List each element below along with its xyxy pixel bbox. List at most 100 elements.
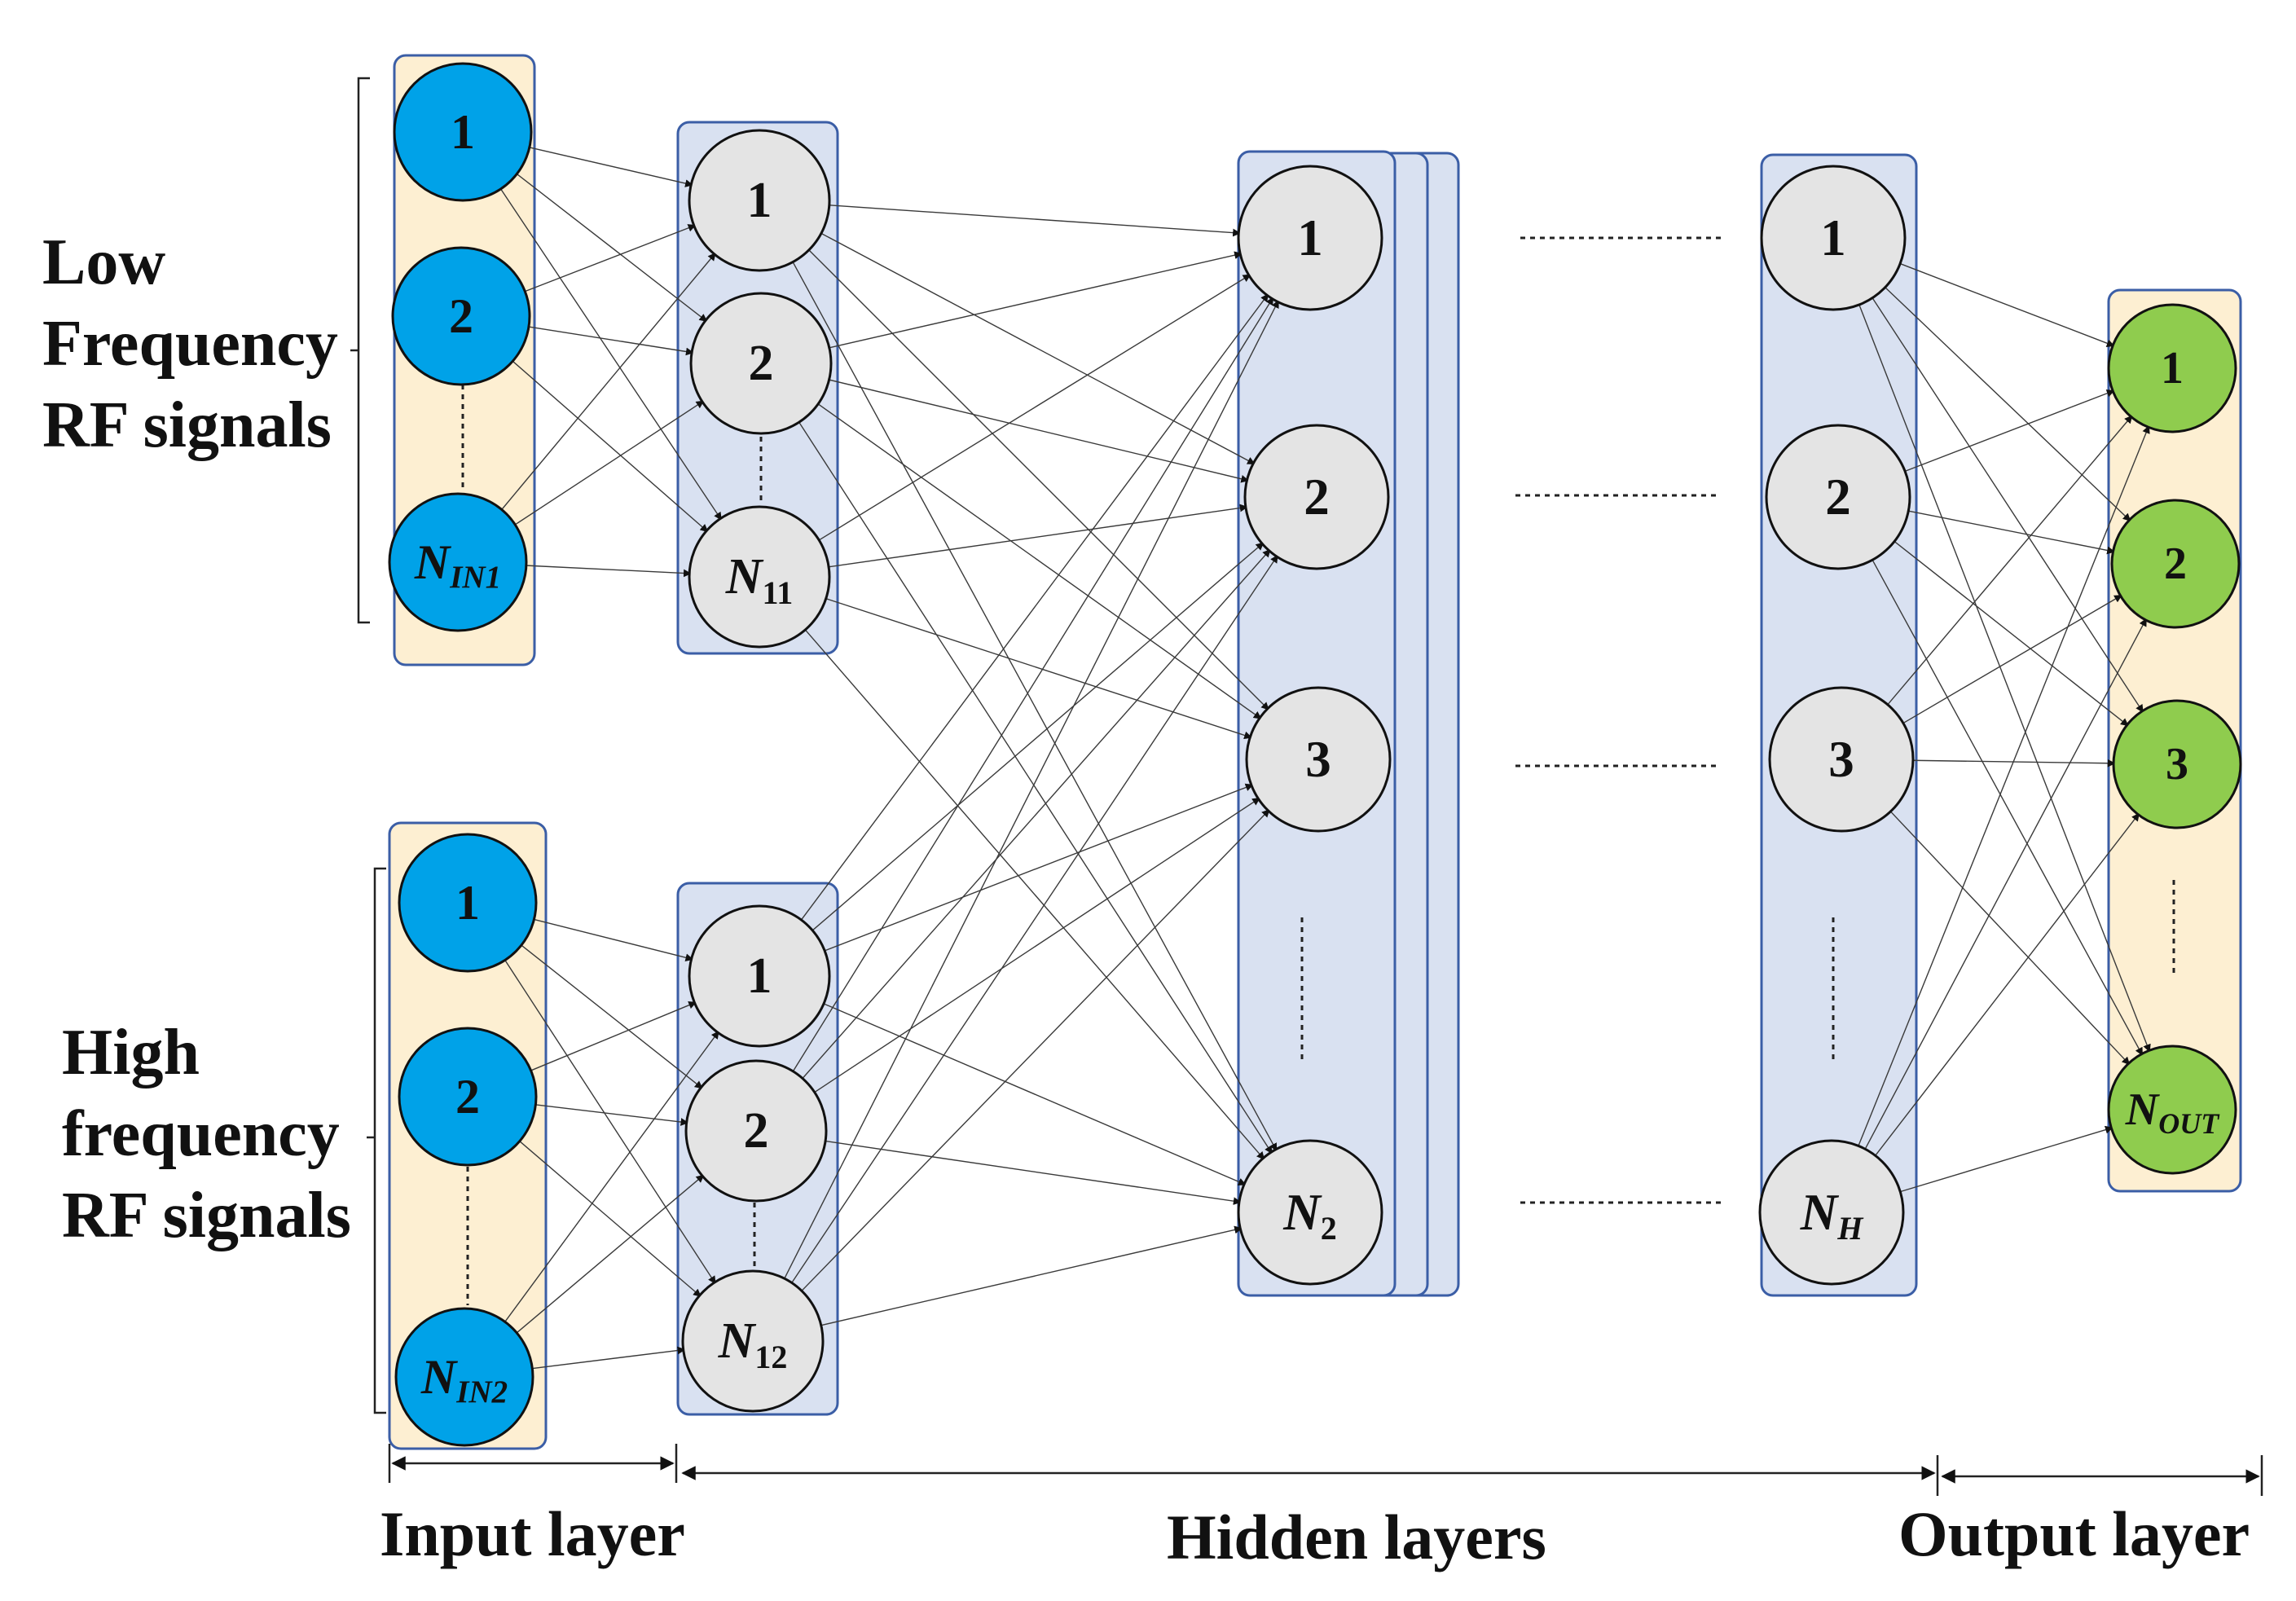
node-out-3-label: 3 (2166, 739, 2188, 790)
node-h2-3-label: 3 (1305, 731, 1331, 788)
high-frequency-line-1: High (62, 1017, 200, 1089)
connection-arrow (513, 400, 705, 526)
connection-arrow (812, 797, 1260, 1094)
connection-arrow (828, 205, 1241, 237)
node-h12-2: 2 (684, 1059, 828, 1203)
node-hH-3: 3 (1768, 686, 1915, 833)
node-out-4-label: NOUT (2125, 1084, 2220, 1140)
connection-arrow (500, 252, 716, 512)
node-hH-2: 2 (1765, 424, 1911, 570)
connection-arrow (525, 565, 692, 578)
connection-arrow (511, 359, 709, 533)
node-h2-1-label: 1 (1297, 209, 1323, 266)
high-frequency-line-2: frequency (62, 1098, 340, 1170)
node-in2-1: 1 (398, 833, 538, 973)
low-frequency-label: Low Frequency RF signals (42, 222, 338, 466)
node-h11-1: 1 (688, 129, 831, 272)
connection-arrow (1871, 296, 2144, 713)
connection-arrow (1874, 812, 2140, 1158)
connection-arrow (817, 274, 1251, 542)
node-in2-2-label: 2 (455, 1070, 480, 1124)
node-hH-2-label: 2 (1825, 468, 1851, 526)
node-in2-2: 2 (398, 1027, 538, 1167)
connection-arrow (504, 1031, 719, 1324)
connection-arrow (1902, 595, 2122, 725)
node-h2-1: 1 (1237, 165, 1383, 311)
node-in1-2-label: 2 (449, 289, 473, 343)
node-in1-1-label: 1 (451, 105, 475, 159)
node-h11-1-label: 1 (747, 173, 772, 228)
connection-arrow (1858, 303, 2151, 1053)
connection-arrow (518, 1140, 702, 1297)
connection-arrow (1889, 810, 2131, 1066)
connection-arrow (820, 231, 1256, 465)
node-out-3: 3 (2112, 699, 2242, 829)
node-out-2: 2 (2110, 499, 2241, 629)
connection-arrow (523, 224, 697, 292)
node-h11-3: N11 (688, 505, 831, 649)
connection-arrow (783, 300, 1279, 1281)
connection-arrow (1898, 1125, 2113, 1193)
node-hH-1: 1 (1760, 165, 1907, 311)
connection-arrow (816, 402, 1262, 719)
connection-arrow (803, 628, 1265, 1160)
connection-arrow (515, 1174, 705, 1335)
connection-arrow (530, 1346, 686, 1370)
input-layer-label: Input layer (380, 1498, 685, 1569)
connection-arrow (827, 504, 1248, 568)
node-in1-3-label: NIN1 (414, 535, 501, 595)
ellipsis-lines (461, 236, 2175, 1305)
connection-arrow (1907, 510, 2115, 555)
bracket-high-frequency (367, 867, 386, 1414)
connection-arrow (1883, 285, 2131, 521)
connection-arrow (520, 943, 703, 1089)
node-in2-1-label: 1 (455, 876, 480, 930)
connection-arrow (827, 379, 1250, 483)
connection-arrow (534, 1104, 689, 1126)
connection-arrow (807, 249, 1269, 710)
node-out-1: 1 (2107, 303, 2237, 433)
node-h2-2: 2 (1243, 424, 1390, 570)
high-frequency-label: High frequency RF signals (62, 1012, 351, 1256)
connection-arrow (799, 293, 1269, 921)
connection-arrow (828, 251, 1243, 349)
connection-arrow (1871, 558, 2144, 1056)
node-hH-3-label: 3 (1828, 731, 1854, 788)
connection-arrow (811, 542, 1265, 932)
connection-arrow (823, 783, 1254, 952)
connection-arrow (800, 809, 1270, 1293)
connection-arrow (1893, 539, 2129, 727)
node-hH-4: NH (1758, 1139, 1905, 1286)
connection-arrow (801, 548, 1271, 1080)
hidden-layers-label: Hidden layers (1167, 1502, 1546, 1572)
node-hH-1-label: 1 (1820, 209, 1846, 266)
connection-arrow (1898, 262, 2115, 347)
connection-arrow (790, 554, 1278, 1285)
node-h12-1-label: 1 (747, 948, 772, 1004)
connection-arrow (529, 1001, 697, 1072)
node-in1-3: NIN1 (388, 492, 528, 632)
node-h11-2-label: 2 (749, 336, 774, 391)
node-in1-1: 1 (393, 62, 533, 202)
node-h12-2-label: 2 (744, 1103, 769, 1159)
connection-arrow (822, 1002, 1247, 1186)
node-in1-2: 2 (391, 246, 531, 386)
node-out-2-label: 2 (2164, 539, 2187, 589)
connection-arrow (791, 260, 1278, 1152)
node-h2-4-label: N2 (1282, 1184, 1337, 1247)
connection-arrow (504, 958, 716, 1285)
node-h12-3: N12 (681, 1269, 825, 1413)
node-hH-4-label: NH (1800, 1184, 1865, 1247)
node-out-1-label: 1 (2161, 343, 2184, 394)
connection-arrow (1863, 618, 2147, 1151)
connection-arrow (515, 172, 708, 322)
low-frequency-line-1: Low (42, 227, 166, 298)
connection-arrow (824, 1140, 1242, 1206)
connection-arrow (819, 1225, 1243, 1326)
connection-arrow (1886, 415, 2133, 706)
node-h2-4: N2 (1237, 1139, 1383, 1286)
connection-arrow (532, 918, 694, 962)
output-layer-label: Output layer (1898, 1498, 2250, 1569)
connection-arrow (1903, 389, 2115, 473)
